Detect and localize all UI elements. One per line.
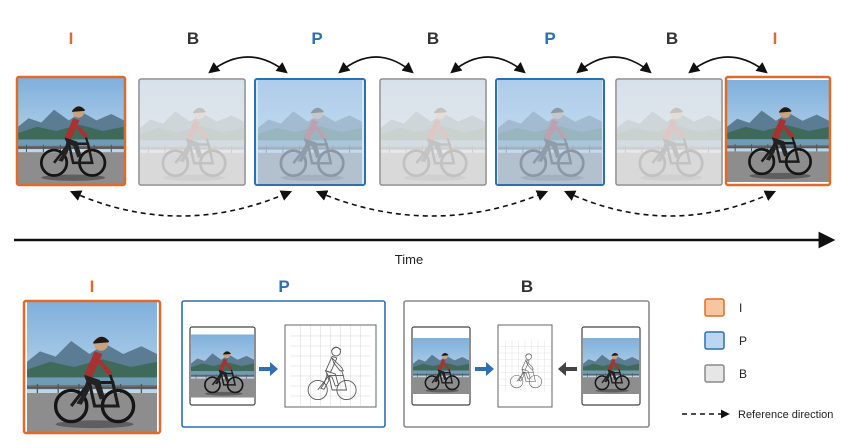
- frame-1-i: [15, 75, 127, 187]
- arc-b1: [208, 56, 288, 74]
- dashed-arc-1: [69, 190, 293, 217]
- timeline: Time: [14, 231, 836, 267]
- arc-b3-right: [688, 56, 768, 74]
- frame-6-b: [615, 78, 723, 186]
- legend-label-p: P: [739, 334, 747, 348]
- b-panel-title: B: [521, 277, 533, 296]
- b-future-reference-thumbnail: [581, 326, 641, 406]
- i-panel-title: I: [90, 277, 95, 296]
- arc-b2-left: [338, 56, 414, 74]
- frame-4-b: [379, 78, 487, 186]
- timeline-label: Time: [395, 252, 423, 267]
- legend-item-i: I: [704, 298, 742, 317]
- p-forward-arrow: [259, 362, 278, 376]
- legend-label-b: B: [739, 367, 747, 381]
- legend-swatch-i: [704, 298, 725, 317]
- frame-3-p: [254, 78, 366, 186]
- legend-swatch-p: [704, 331, 725, 350]
- legend-swatch-b: [704, 364, 725, 383]
- frame-5-p: [495, 78, 605, 186]
- dashed-arc-3: [563, 190, 777, 217]
- p-panel-title: P: [278, 277, 289, 296]
- frame-sequence: [15, 75, 832, 187]
- p-frame-panel: P: [181, 277, 386, 428]
- b-backward-arrow: [558, 362, 577, 376]
- i-frame-panel: I: [22, 277, 162, 435]
- frame-7-i: [724, 75, 832, 187]
- frame-type-labels: I B P B P B I: [69, 29, 778, 48]
- dashed-arc-2: [315, 190, 549, 217]
- p-reference-thumbnail: [189, 326, 256, 406]
- b-frame-reference-arcs: [208, 56, 768, 74]
- b-motion-sketch: [497, 324, 553, 408]
- b-past-reference-thumbnail: [411, 326, 471, 406]
- frame-5-label: P: [544, 29, 555, 48]
- frame-2-b: [138, 78, 246, 186]
- frame-6-label: B: [666, 29, 678, 48]
- legend-item-b: B: [704, 364, 747, 383]
- p-frame-reference-arcs: [69, 190, 777, 217]
- b-frame-panel: B: [403, 277, 650, 428]
- legend-label-i: I: [739, 301, 742, 315]
- legend-label-reference: Reference direction: [738, 409, 833, 421]
- arc-b3-left: [576, 56, 652, 74]
- p-motion-sketch: [284, 324, 377, 408]
- arc-b2-right: [450, 56, 526, 74]
- frame-7-label: I: [773, 29, 778, 48]
- legend-item-reference: Reference direction: [682, 409, 833, 421]
- frame-1-label: I: [69, 29, 74, 48]
- legend: I P B Reference direction: [682, 298, 833, 421]
- frame-4-label: B: [427, 29, 439, 48]
- frame-3-label: P: [311, 29, 322, 48]
- legend-item-p: P: [704, 331, 747, 350]
- b-forward-arrow: [475, 362, 494, 376]
- frame-2-label: B: [187, 29, 199, 48]
